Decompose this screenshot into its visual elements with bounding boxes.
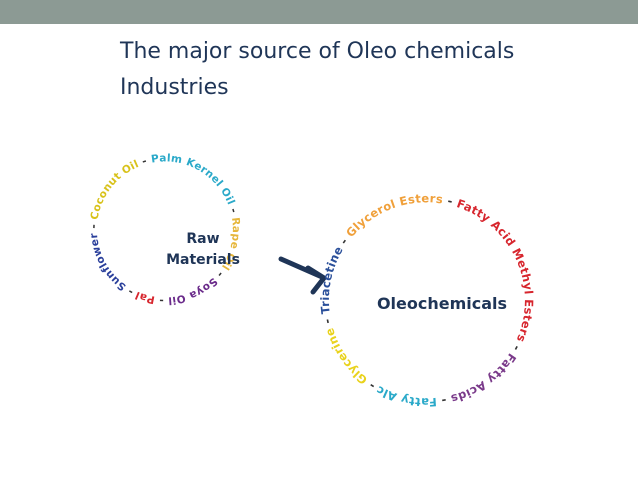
oleo-item: Fatty Alcohols (0, 0, 437, 409)
raw-separator: - (154, 294, 168, 307)
raw-separator: - (136, 154, 152, 169)
arrow-icon (278, 256, 327, 295)
slide-title-line-2: Industries (120, 75, 229, 100)
oleo-separator: - (442, 193, 459, 210)
raw-item: Coconut Oil (89, 158, 141, 221)
oleo-separator: - (436, 393, 452, 409)
oleo-item: Glycerol Esters (343, 191, 444, 240)
oleo-separator: - (507, 339, 526, 358)
oleo-separator: - (334, 231, 354, 251)
oleo-item: Fatty Acid Methyl Esters (455, 196, 536, 344)
slide-top-bar (0, 0, 638, 24)
raw-separator: - (88, 219, 101, 233)
oleo-item: Glycerine (322, 326, 370, 387)
raw-item: Palm Kernel Oil (150, 152, 237, 206)
oleochemicals-label: Oleochemicals (377, 294, 507, 313)
raw-item: Palm Oil (0, 0, 156, 306)
slide-title: The major source of Oleo chemicals Indus… (120, 34, 620, 106)
raw-item: Sunflower (88, 232, 128, 293)
raw-item: Soya Oil (168, 275, 220, 306)
raw-materials-label-line-2: Materials (166, 252, 240, 268)
slide-title-line-1: The major source of Oleo chemicals (120, 39, 515, 64)
oleochemicals-ring: - Glycerine - Triacetine - Glycerol Este… (0, 0, 536, 409)
oleo-separator: - (319, 313, 336, 330)
raw-materials-label-line-1: Raw (186, 231, 219, 247)
oleo-item: Fatty Acids (449, 351, 519, 406)
raw-separator: - (226, 203, 241, 219)
oleo-item: Triacetine (318, 244, 346, 315)
